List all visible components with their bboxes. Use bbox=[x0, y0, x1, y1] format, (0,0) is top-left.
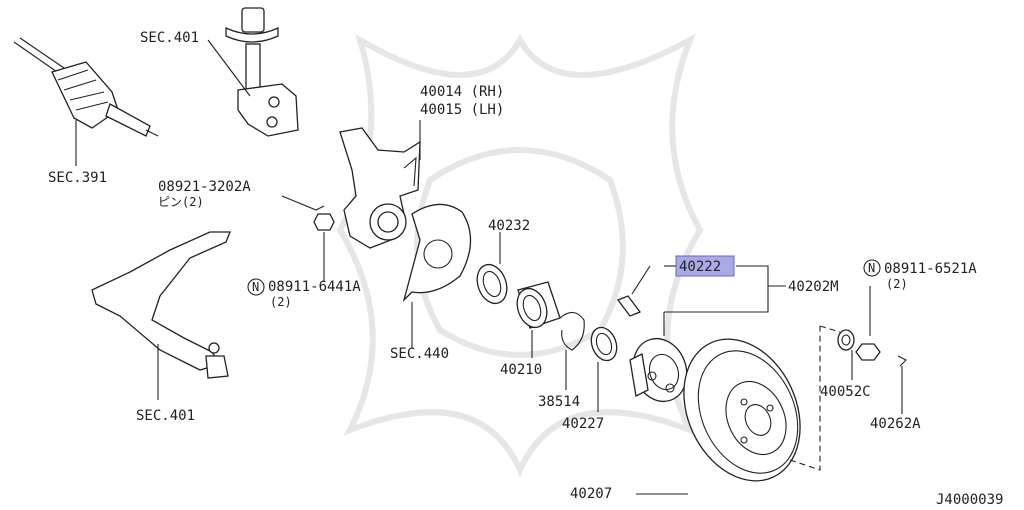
label-pin-qty: ピン(2) bbox=[158, 195, 204, 209]
label-40262a[interactable]: 40262A bbox=[870, 416, 921, 432]
splash-guard bbox=[402, 203, 472, 348]
strut-assembly bbox=[207, 7, 299, 137]
steering-knuckle bbox=[339, 120, 421, 249]
n-marker-left: N bbox=[247, 278, 265, 296]
label-08911-6521a[interactable]: 08911-6521A bbox=[884, 261, 977, 277]
label-nut-left-qty: (2) bbox=[270, 295, 292, 309]
label-40222[interactable]: 40222 bbox=[679, 259, 721, 275]
label-08921-3202a[interactable]: 08921-3202A bbox=[158, 179, 251, 195]
n-marker-right-text: N bbox=[868, 261, 875, 275]
label-sec440[interactable]: SEC.440 bbox=[390, 346, 449, 362]
n-marker-right: N bbox=[863, 259, 881, 277]
lower-control-arm bbox=[91, 231, 231, 400]
label-40207[interactable]: 40207 bbox=[570, 486, 612, 502]
drive-shaft bbox=[13, 37, 159, 166]
figure-code: J4000039 bbox=[936, 492, 1003, 508]
label-sec401-top[interactable]: SEC.401 bbox=[140, 30, 199, 46]
label-40015-lh[interactable]: 40015 (LH) bbox=[420, 102, 504, 118]
wheel-nut-and-washer bbox=[819, 286, 907, 414]
label-40232[interactable]: 40232 bbox=[488, 218, 530, 234]
watermark-emblem bbox=[336, 33, 704, 478]
label-38514[interactable]: 38514 bbox=[538, 394, 580, 410]
label-sec401-bottom[interactable]: SEC.401 bbox=[136, 408, 195, 424]
label-40227[interactable]: 40227 bbox=[562, 416, 604, 432]
brake-rotor bbox=[636, 326, 821, 495]
label-nut-right-qty: (2) bbox=[886, 277, 908, 291]
label-40210[interactable]: 40210 bbox=[500, 362, 542, 378]
label-40014-rh[interactable]: 40014 (RH) bbox=[420, 84, 504, 100]
n-marker-left-text: N bbox=[252, 280, 259, 294]
hub-and-bolt bbox=[616, 265, 688, 403]
cotter-pin-and-nut-left bbox=[281, 195, 335, 282]
highlight-40222[interactable] bbox=[675, 255, 735, 277]
label-40202m[interactable]: 40202M bbox=[788, 279, 839, 295]
label-08911-6441a[interactable]: 08911-6441A bbox=[268, 279, 361, 295]
assembly-bracket bbox=[664, 265, 786, 313]
label-40052c[interactable]: 40052C bbox=[820, 384, 871, 400]
bearing-parts bbox=[476, 232, 618, 412]
label-sec391[interactable]: SEC.391 bbox=[48, 170, 107, 186]
